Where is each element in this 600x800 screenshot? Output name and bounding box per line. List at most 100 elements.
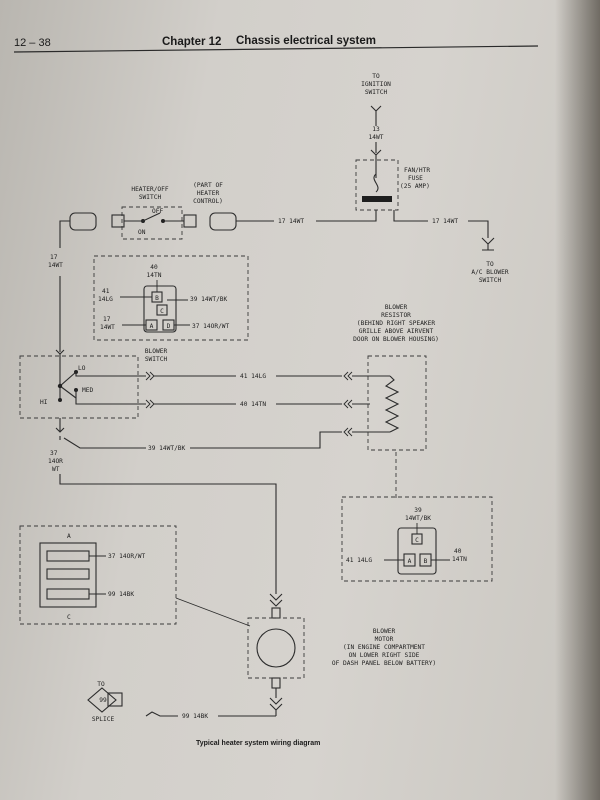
conn-detail-17: 17 bbox=[103, 316, 111, 323]
conn-detail-40: 40 bbox=[150, 264, 158, 271]
ignition-feed-wire bbox=[370, 105, 382, 126]
splice-to: TO bbox=[97, 681, 105, 688]
wire-17-label-main: 17 14WT bbox=[278, 218, 304, 225]
wire-39-hi bbox=[63, 431, 390, 449]
wire-17-to-fuse bbox=[236, 210, 377, 222]
svg-text:ON LOWER RIGHT SIDE: ON LOWER RIGHT SIDE bbox=[349, 652, 420, 659]
conn-detail-39: 39 14WT/BK bbox=[190, 296, 228, 303]
pin-a: A bbox=[150, 323, 154, 330]
heater-switch-off: OFF bbox=[152, 208, 163, 215]
resistor-connector-body bbox=[397, 527, 437, 575]
svg-text:RESISTOR: RESISTOR bbox=[381, 312, 411, 319]
blower-hi: HI bbox=[40, 399, 48, 406]
harness-c: C bbox=[67, 614, 71, 621]
rc-39c: 14WT/BK bbox=[405, 515, 431, 522]
harness-99: 99 14BK bbox=[108, 591, 134, 598]
rc-40c: 14TN bbox=[452, 556, 467, 563]
heater-switch-box bbox=[121, 206, 183, 240]
svg-text:HEATER: HEATER bbox=[197, 190, 220, 197]
chapter-label: Chapter 12 bbox=[162, 36, 221, 48]
figure-caption: Typical heater system wiring diagram bbox=[196, 740, 320, 747]
fuse-element bbox=[373, 173, 379, 193]
svg-text:BLOWER: BLOWER bbox=[373, 628, 396, 635]
blower-switch-pivot bbox=[57, 383, 63, 389]
wire-37-to-motor bbox=[59, 474, 277, 594]
motor-bottom-brush bbox=[271, 677, 281, 689]
pin-c-box bbox=[156, 304, 168, 316]
svg-text:SWITCH: SWITCH bbox=[479, 277, 502, 284]
resistor-coil bbox=[384, 375, 400, 433]
harness-37: 37 14OR/WT bbox=[108, 553, 146, 560]
heater-switch-blade bbox=[124, 212, 184, 222]
blower-switch-label: BLOWER SWITCH bbox=[145, 348, 168, 363]
rc-pin-a: A bbox=[408, 558, 412, 565]
heater-switch-contact-2 bbox=[161, 219, 165, 223]
svg-text:HEATER/OFF: HEATER/OFF bbox=[131, 186, 169, 193]
heater-switch-label: HEATER/OFF SWITCH bbox=[131, 186, 169, 201]
wire-99-label: 99 14BK bbox=[182, 713, 208, 720]
blower-switch-box bbox=[19, 355, 139, 419]
harness-connector-body bbox=[39, 542, 97, 608]
fuse-block bbox=[355, 159, 399, 211]
svg-text:SWITCH: SWITCH bbox=[139, 194, 162, 201]
motor-top-terminal bbox=[269, 593, 283, 607]
splice-tag bbox=[107, 692, 123, 707]
blower-connector-body bbox=[143, 285, 177, 333]
hi-contact bbox=[58, 398, 62, 402]
header-rule bbox=[13, 45, 539, 53]
svg-text:CONTROL): CONTROL) bbox=[193, 198, 223, 205]
svg-text:SWITCH: SWITCH bbox=[145, 356, 168, 363]
heater-switch-connector-left bbox=[69, 212, 97, 231]
blower-resistor-label: BLOWER RESISTOR (BEHIND RIGHT SPEAKER GR… bbox=[353, 304, 439, 343]
conn-detail-14tn: 14TN bbox=[147, 272, 162, 279]
svg-text:GRILLE ABOVE AIRVENT: GRILLE ABOVE AIRVENT bbox=[359, 328, 434, 335]
splice-label: SPLICE bbox=[92, 716, 115, 723]
harness-connector-detail bbox=[19, 525, 177, 625]
ignition-wire-color: 14WT bbox=[369, 134, 384, 141]
heater-switch-connector-right bbox=[209, 212, 237, 231]
wire-17-vertical bbox=[59, 220, 70, 352]
pin-b: B bbox=[155, 295, 159, 302]
svg-text:FUSE: FUSE bbox=[408, 175, 423, 182]
svg-text:TO: TO bbox=[486, 261, 494, 268]
ac-blower-switch-label: TO A/C BLOWER SWITCH bbox=[471, 261, 509, 284]
svg-text:A/C BLOWER: A/C BLOWER bbox=[471, 269, 509, 276]
wire-40-label: 40 14TN bbox=[240, 401, 266, 408]
wire-40-conn-right bbox=[343, 399, 353, 409]
pin-c: C bbox=[160, 308, 164, 315]
wire-41-lo bbox=[75, 372, 390, 377]
fuse-terminal-bar bbox=[362, 196, 392, 202]
svg-text:DOOR ON BLOWER HOUSING): DOOR ON BLOWER HOUSING) bbox=[353, 336, 439, 343]
wire-40-conn-left bbox=[145, 399, 155, 409]
ac-wire-terminal bbox=[481, 237, 495, 251]
motor-ground-terminal bbox=[269, 688, 283, 716]
wire-17-vertical-color: 14WT bbox=[48, 262, 63, 269]
wire-40-med bbox=[75, 390, 370, 405]
svg-text:TO: TO bbox=[372, 73, 380, 80]
blower-switch-connector-detail bbox=[93, 255, 249, 341]
splice-diamond bbox=[87, 687, 117, 713]
svg-text:BLOWER: BLOWER bbox=[385, 304, 408, 311]
svg-text:OF DASH PANEL BELOW BATTERY): OF DASH PANEL BELOW BATTERY) bbox=[332, 660, 436, 667]
svg-text:FAN/HTR: FAN/HTR bbox=[404, 167, 430, 174]
svg-text:SWITCH: SWITCH bbox=[365, 89, 388, 96]
heater-switch-terminal-right bbox=[183, 214, 197, 228]
splice-number: 99 bbox=[99, 697, 107, 704]
svg-text:(BEHIND RIGHT SPEAKER: (BEHIND RIGHT SPEAKER bbox=[357, 320, 436, 327]
blower-lo: LO bbox=[78, 365, 86, 372]
blower-switch-out-terminal bbox=[55, 418, 65, 440]
resistor-connector-detail bbox=[341, 496, 493, 582]
wire-41-conn-right bbox=[343, 371, 353, 381]
harness-a: A bbox=[67, 533, 71, 540]
harness-cavity-3 bbox=[46, 588, 90, 600]
blower-switch-blades bbox=[59, 354, 77, 400]
wire-99-ground bbox=[145, 711, 276, 717]
ignition-switch-label: TO IGNITION SWITCH bbox=[361, 73, 391, 96]
svg-text:(PART OF: (PART OF bbox=[193, 182, 223, 189]
part-of-heater-control-label: (PART OF HEATER CONTROL) bbox=[193, 182, 223, 205]
conn-detail-14lg: 14LG bbox=[98, 296, 113, 303]
harness-leads bbox=[89, 555, 106, 595]
connector-detail-leads bbox=[120, 280, 190, 326]
